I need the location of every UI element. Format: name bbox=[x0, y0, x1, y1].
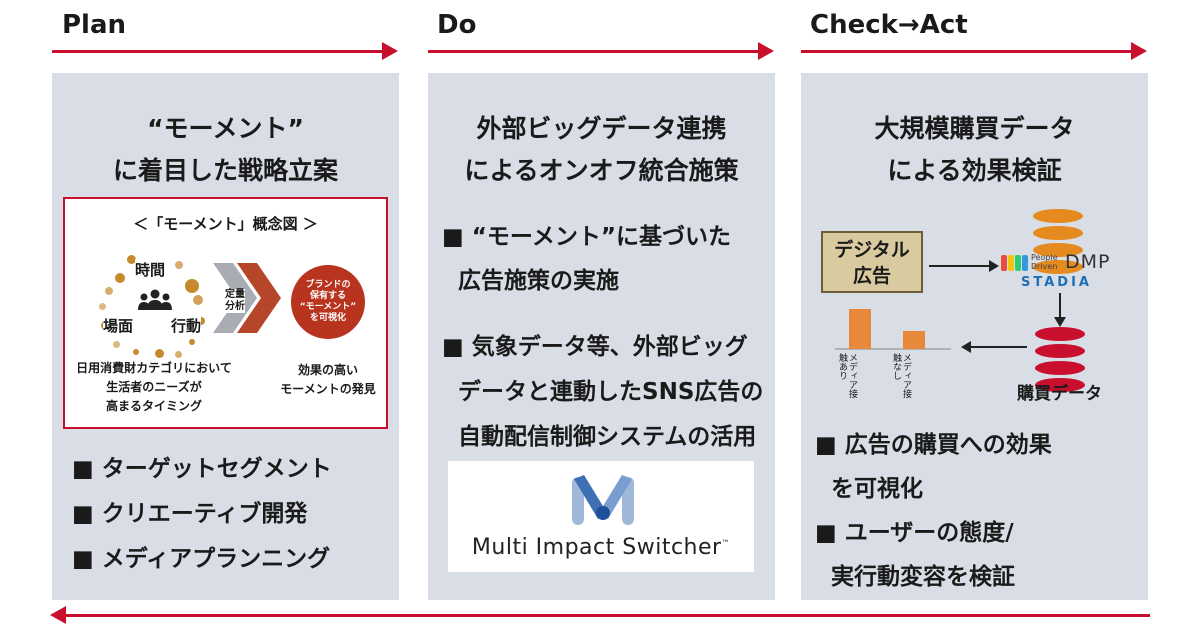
phase-do-label: Do bbox=[437, 10, 477, 40]
do-bullet2-line2: データと連動したSNS広告の bbox=[458, 379, 764, 405]
plan-bullet-creative: ■ クリエーティブ開発 bbox=[72, 501, 308, 527]
purchase-data-label: 購買データ bbox=[1017, 384, 1102, 404]
do-bullet1-line2: 広告施策の実施 bbox=[458, 268, 619, 294]
check-bullet2-line2: 実行動変容を検証 bbox=[831, 564, 1015, 590]
check-bullet2-line1: ■ ユーザーの態度/ bbox=[815, 520, 1014, 546]
moment-concept-diagram: ＜「モーメント」概念図 ＞ 時間 場面 行動 bbox=[63, 197, 388, 429]
consumer-need-caption: 日用消費財カテゴリにおいて 生活者のニーズが 高まるタイミング bbox=[76, 361, 232, 413]
do-bullet1-line1: ■ “モーメント”に基づいた bbox=[442, 224, 732, 250]
plan-bullet-media: ■ メディアプランニング bbox=[72, 546, 331, 572]
plan-title-line1: “モーメント” bbox=[147, 114, 304, 143]
check-bullet1-line2: を可視化 bbox=[831, 476, 923, 502]
bar-label-contact: メディア接触あり bbox=[837, 353, 857, 398]
plan-bullet-target: ■ ターゲットセグメント bbox=[72, 456, 332, 482]
plan-arrow bbox=[52, 42, 398, 60]
do-panel: 外部ビッグデータ連携 によるオンオフ統合施策 ■ “モーメント”に基づいた 広告… bbox=[428, 73, 775, 600]
bar-1 bbox=[903, 331, 925, 349]
m-logo-icon bbox=[572, 475, 634, 525]
bar-label-no-contact: メディア接触なし bbox=[891, 353, 911, 398]
digital-ad-box: デジタル広告 bbox=[821, 231, 923, 293]
cycle-return-arrow bbox=[50, 606, 1150, 624]
check-title-line1: 大規模購買データ bbox=[874, 114, 1075, 143]
bar-0 bbox=[849, 309, 871, 349]
multi-impact-switcher-logo: Multi Impact Switcher™ bbox=[448, 461, 754, 572]
do-arrow bbox=[428, 42, 774, 60]
effective-moment-caption: 効果の高い モーメントの発見 bbox=[280, 363, 376, 396]
ad-to-dmp-arrow bbox=[929, 265, 991, 267]
do-bullet2-line3: 自動配信制御システムの活用 bbox=[458, 424, 757, 450]
phase-plan-label: Plan bbox=[62, 10, 127, 40]
purchase-to-chart-arrow bbox=[971, 346, 1027, 348]
check-bullet1-line1: ■ 広告の購買への効果 bbox=[815, 432, 1052, 458]
do-title-line2: によるオンオフ統合施策 bbox=[464, 156, 739, 185]
analysis-chevron-icon bbox=[213, 263, 281, 333]
check-arrow bbox=[801, 42, 1147, 60]
concept-heading: ＜「モーメント」概念図 ＞ bbox=[133, 215, 318, 233]
do-bullet2-line1: ■ 気象データ等、外部ビッグ bbox=[442, 334, 748, 360]
plan-panel: “モーメント” に着目した戦略立案 ＜「モーメント」概念図 ＞ 時間 場面 行動 bbox=[52, 73, 399, 600]
logo-wordmark: Multi Impact Switcher™ bbox=[471, 535, 731, 560]
dmp-database-icon bbox=[1033, 209, 1083, 277]
purchase-database-icon bbox=[1035, 327, 1085, 395]
check-title-line2: による効果検証 bbox=[887, 156, 1062, 185]
quantitative-analysis-label: 定量分析 bbox=[225, 289, 245, 313]
plan-title-line2: に着目した戦略立案 bbox=[112, 156, 338, 185]
do-title-line1: 外部ビッグデータ連携 bbox=[476, 114, 727, 143]
brand-moment-circle: ブランドの 保有する “モーメント” を可視化 bbox=[291, 265, 365, 339]
place-label: 場面 bbox=[103, 315, 134, 336]
action-label: 行動 bbox=[171, 315, 202, 336]
dmp-to-purchase-arrow bbox=[1059, 293, 1061, 319]
time-label: 時間 bbox=[135, 259, 166, 280]
phase-check-label: Check→Act bbox=[810, 10, 968, 40]
media-contact-bar-chart bbox=[835, 309, 951, 350]
people-icon bbox=[138, 289, 172, 310]
